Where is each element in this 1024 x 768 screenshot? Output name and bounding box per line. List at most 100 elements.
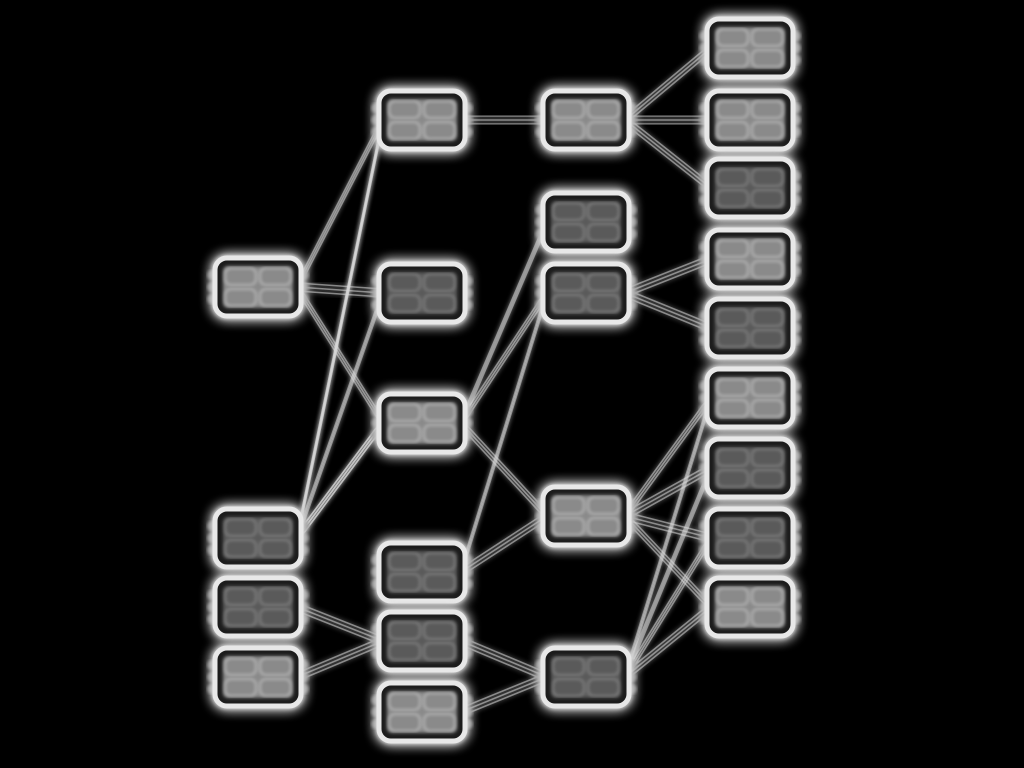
node-cell	[751, 539, 784, 558]
node-c3-r2[interactable]	[699, 156, 801, 220]
edge-strand	[624, 393, 712, 674]
edge-strand	[624, 254, 712, 290]
edge-strand	[460, 519, 548, 577]
edge-strand	[296, 426, 384, 543]
node-cell	[388, 273, 421, 292]
node-body	[387, 272, 457, 314]
edge-c1-r4-c2-r4	[460, 636, 548, 682]
edges-layer	[296, 43, 712, 717]
node-body	[387, 551, 457, 593]
node-c3-r0[interactable]	[699, 16, 801, 80]
node-cell	[423, 424, 456, 443]
node-cell	[224, 587, 257, 606]
node-c1-r4[interactable]	[371, 609, 473, 673]
edge-strand	[624, 533, 712, 674]
edge-c0-r0-c1-r0	[296, 115, 384, 292]
edge-c2-r0-c3-r1	[625, 115, 711, 125]
node-cell	[423, 100, 456, 119]
node-cell	[751, 49, 784, 68]
edge-strand	[624, 511, 712, 604]
node-cell	[716, 378, 749, 397]
node-c0-r2[interactable]	[207, 575, 309, 639]
edge-strand	[460, 426, 548, 521]
node-cell	[716, 329, 749, 348]
node-cell	[716, 587, 749, 606]
edge-c2-r2-c3-r4	[624, 288, 712, 333]
node-body	[715, 586, 785, 628]
node-cell	[552, 517, 585, 536]
node-body	[387, 99, 457, 141]
edge-strand	[296, 282, 384, 290]
edge-c2-r0-c3-r0	[624, 43, 712, 125]
edge-strand	[624, 541, 712, 682]
node-c2-r0[interactable]	[535, 88, 637, 152]
node-cell	[716, 168, 749, 187]
node-cell	[552, 273, 585, 292]
node-c1-r5[interactable]	[371, 680, 473, 744]
edge-c1-r2-c2-r2	[460, 288, 548, 428]
node-cell	[751, 469, 784, 488]
node-c2-r3[interactable]	[535, 484, 637, 548]
node-body	[551, 272, 621, 314]
node-body	[715, 27, 785, 69]
node-c3-r1[interactable]	[699, 88, 801, 152]
node-c0-r3[interactable]	[207, 645, 309, 709]
node-cell	[259, 657, 292, 676]
node-c1-r3[interactable]	[371, 540, 473, 604]
edge-strand	[624, 463, 712, 674]
node-c1-r1[interactable]	[371, 261, 473, 325]
node-c3-r8[interactable]	[699, 575, 801, 639]
node-cell	[751, 587, 784, 606]
edge-strand	[624, 401, 712, 682]
node-cell	[751, 518, 784, 537]
node-cell	[716, 539, 749, 558]
edge-strand	[460, 292, 548, 573]
edge-strand	[624, 262, 712, 298]
node-cell	[587, 223, 620, 242]
edge-strand	[624, 43, 712, 117]
node-cell	[224, 539, 257, 558]
edge-strand	[624, 397, 712, 678]
node-cell	[552, 678, 585, 697]
edge-strand	[460, 217, 548, 420]
node-body	[387, 402, 457, 444]
node-c3-r3[interactable]	[699, 227, 801, 291]
node-cell	[751, 308, 784, 327]
node-cell	[587, 202, 620, 221]
node-cell	[716, 189, 749, 208]
node-c2-r1[interactable]	[535, 190, 637, 254]
edge-strand	[296, 119, 384, 288]
node-body	[715, 307, 785, 349]
edge-strand	[296, 119, 384, 539]
node-cell	[751, 448, 784, 467]
node-c2-r2[interactable]	[535, 261, 637, 325]
node-c1-r2[interactable]	[371, 391, 473, 455]
node-cell	[388, 294, 421, 313]
node-cell	[751, 100, 784, 119]
node-c3-r5[interactable]	[699, 366, 801, 430]
node-c1-r0[interactable]	[371, 88, 473, 152]
node-cell	[751, 329, 784, 348]
node-c3-r6[interactable]	[699, 436, 801, 500]
node-body	[715, 377, 785, 419]
edge-c1-r5-c2-r4	[460, 672, 548, 717]
node-c2-r4[interactable]	[535, 645, 637, 709]
node-cell	[388, 403, 421, 422]
node-cell	[224, 288, 257, 307]
node-c0-r0[interactable]	[207, 255, 309, 319]
edge-strand	[624, 471, 712, 682]
edge-strand	[624, 296, 712, 333]
edge-strand	[624, 537, 712, 678]
node-c3-r7[interactable]	[699, 506, 801, 570]
node-c3-r4[interactable]	[699, 296, 801, 360]
node-cell	[552, 657, 585, 676]
node-cell	[423, 621, 456, 640]
edge-c1-r0-c2-r0	[461, 115, 547, 125]
node-cell	[423, 713, 456, 732]
node-cell	[552, 223, 585, 242]
node-c0-r1[interactable]	[207, 506, 309, 570]
node-cell	[716, 121, 749, 140]
node-cell	[388, 692, 421, 711]
nodes-layer	[207, 16, 801, 744]
node-body	[551, 201, 621, 243]
